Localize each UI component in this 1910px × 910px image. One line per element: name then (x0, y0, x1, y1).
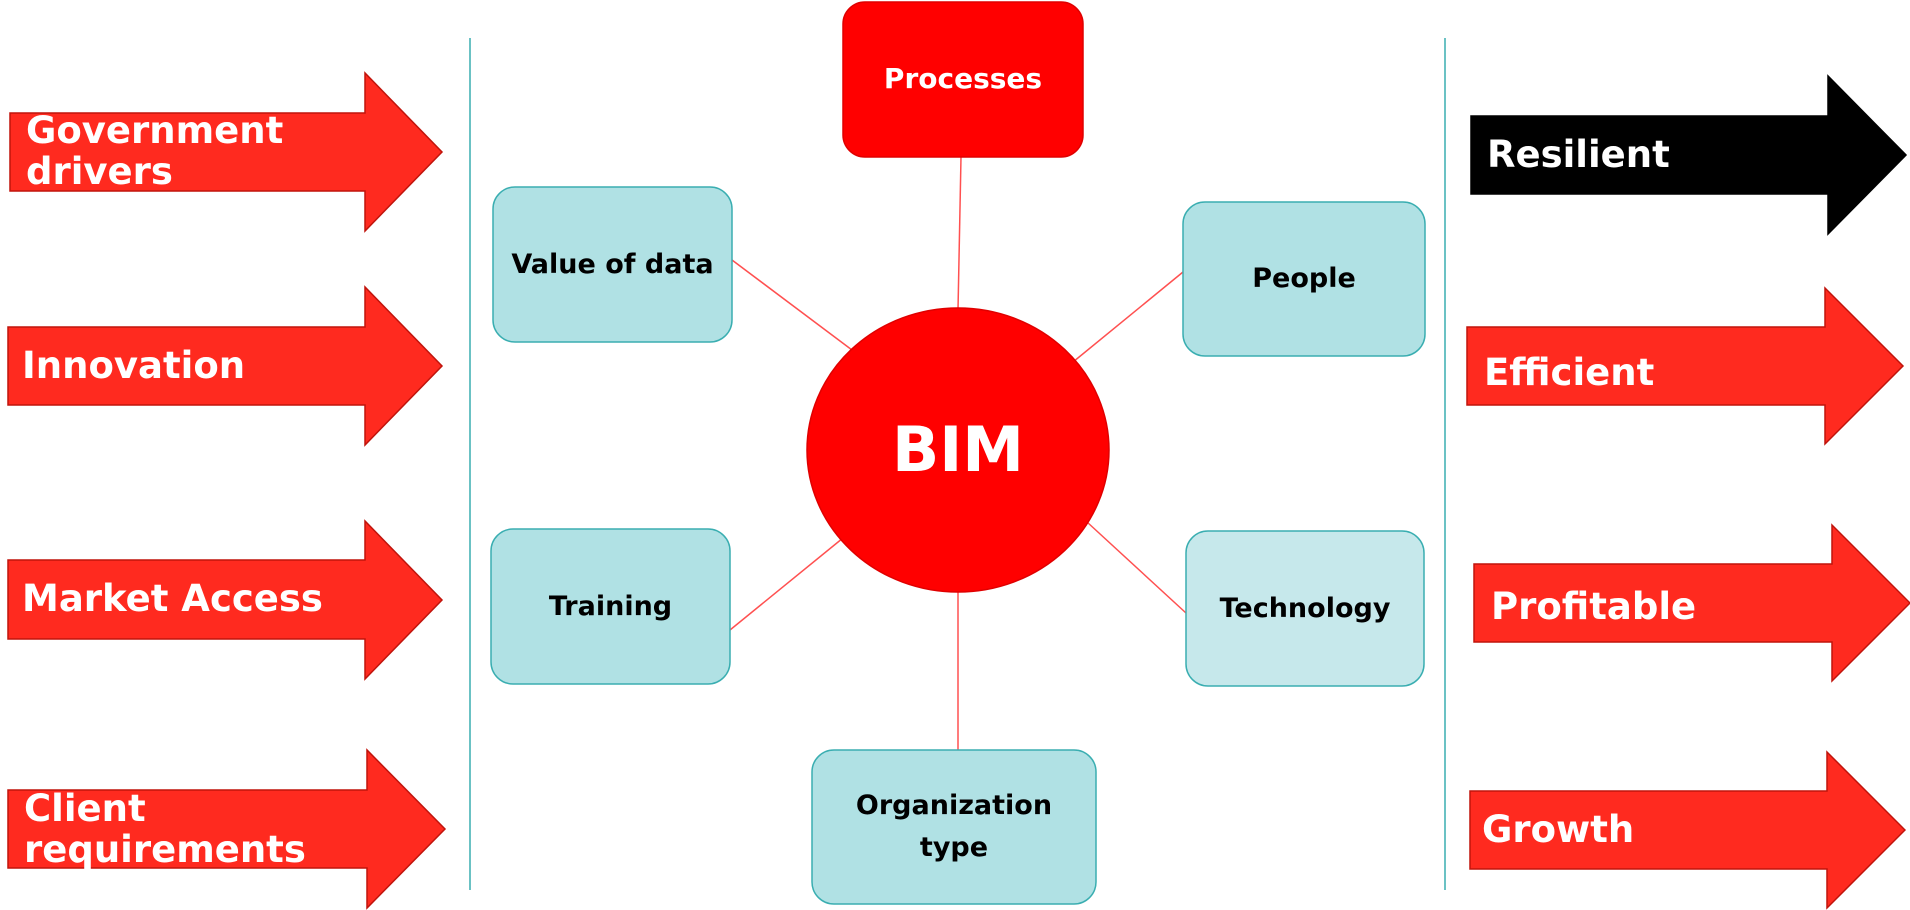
node-people-box (1182, 201, 1426, 357)
node-training-label: Training (491, 529, 730, 684)
outcome-label-text: Profitable (1491, 584, 1697, 628)
outcome-label-efficient: Efficient (1484, 334, 1654, 412)
node-value-of-data-text: Value of data (511, 248, 714, 280)
connector-value-of-data (731, 259, 853, 351)
node-technology-label: Technology (1186, 531, 1424, 686)
driver-label-line: Market Access (22, 577, 323, 621)
node-technology-box (1185, 530, 1425, 687)
node-training-box (490, 528, 731, 685)
node-organization-type-box (811, 749, 1097, 905)
node-people-text: People (1252, 263, 1356, 295)
node-processes-box (842, 1, 1084, 158)
outcome-label-profitable: Profitable (1491, 568, 1696, 646)
node-people-label: People (1183, 202, 1425, 356)
driver-arrow-client-requirements (7, 748, 447, 910)
driver-label-government-drivers: Government drivers (26, 108, 283, 196)
node-value-of-data-label: Value of data (493, 187, 732, 342)
node-processes-text: Processes (883, 62, 1043, 96)
connector-technology (1086, 521, 1187, 614)
driver-arrow-market-access (7, 519, 444, 681)
outcome-label-text: Resilient (1487, 132, 1670, 176)
outcome-label-text: Growth (1482, 807, 1635, 851)
node-processes-label: Processes (843, 2, 1083, 157)
node-organization-line: Organization (855, 790, 1053, 822)
node-technology-text: Technology (1219, 592, 1391, 624)
driver-label-line: Government (26, 109, 284, 153)
outcome-label-growth: Growth (1482, 791, 1634, 869)
node-organization-type-label: Organization type (812, 750, 1096, 904)
driver-label-line: requirements (24, 828, 306, 871)
outcome-arrow-profitable (1473, 523, 1910, 683)
connector-people (1072, 271, 1184, 363)
bim-center-circle (806, 307, 1110, 593)
outcome-arrow-growth (1469, 750, 1907, 910)
outcome-arrow-efficient (1466, 286, 1905, 446)
connector-training (729, 537, 844, 631)
driver-arrow-government-drivers (9, 71, 444, 233)
outcome-label-text: Efficient (1484, 350, 1655, 394)
driver-label-innovation: Innovation (22, 327, 245, 405)
driver-label-client-requirements: Client requirements (24, 786, 306, 874)
driver-arrow-innovation (7, 285, 444, 447)
bim-center-text: BIM (891, 412, 1025, 486)
outcome-label-resilient: Resilient (1487, 116, 1670, 194)
driver-label-market-access: Market Access (22, 560, 323, 639)
bim-center-label: BIM (807, 308, 1109, 592)
node-organization-line: type (919, 832, 989, 863)
node-training-text: Training (548, 590, 673, 622)
connector-processes (957, 156, 962, 311)
outcome-arrow-resilient (1470, 74, 1908, 236)
driver-label-line: Client (24, 787, 146, 831)
driver-label-line: Innovation (22, 343, 246, 387)
node-value-of-data-box (492, 186, 733, 343)
driver-label-line: drivers (26, 150, 173, 193)
